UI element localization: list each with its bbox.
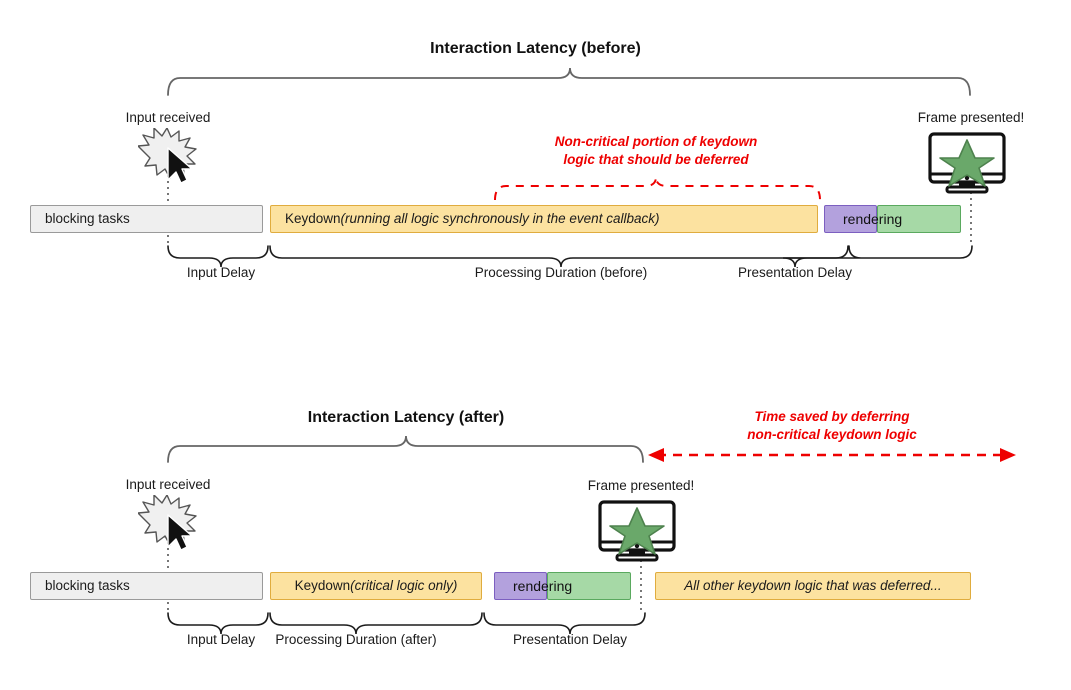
phase-label-presentation-delay-before: Presentation Delay xyxy=(737,265,853,280)
brace-processing-duration-after xyxy=(269,612,483,635)
star-icon xyxy=(939,139,995,187)
bar-label-rendering-after: rendering xyxy=(513,578,573,594)
monitor-neck xyxy=(629,550,645,555)
input-received-label-after: Input received xyxy=(125,477,211,492)
bar-label-deferred-work: All other keydown logic that was deferre… xyxy=(684,578,942,594)
red-note-after-line1: Time saved by deferring xyxy=(754,409,910,424)
phase-label-presentation-delay-after: Presentation Delay xyxy=(512,632,628,647)
monitor-indicator-icon xyxy=(964,175,970,181)
bar-presentation-purple-after xyxy=(494,572,547,600)
burst-icon xyxy=(137,494,197,546)
bar-label-keydown-before-plain: Keydown xyxy=(285,211,341,227)
monitor-icon-group-after xyxy=(596,500,686,562)
brace-processing-duration-before xyxy=(269,245,849,268)
burst-icon xyxy=(137,127,197,179)
red-note-before-line1: Non-critical portion of keydown xyxy=(554,134,758,149)
phase-label-input-delay-before: Input Delay xyxy=(186,265,256,280)
frame-presented-label-after: Frame presented! xyxy=(587,478,695,493)
diagram-after-title: Interaction Latency (after) xyxy=(307,409,505,426)
bar-presentation-purple-before xyxy=(824,205,877,233)
monitor-neck xyxy=(959,182,975,187)
arrow-right-icon xyxy=(1000,448,1016,462)
brace-interaction-latency-before xyxy=(167,67,971,96)
brace-presentation-delay-after xyxy=(483,612,646,635)
mouse-cursor-icon xyxy=(167,147,193,184)
red-note-after-line2: non-critical keydown logic xyxy=(747,426,917,442)
bar-deferred-work-after: All other keydown logic that was deferre… xyxy=(655,572,971,600)
star-icon xyxy=(609,507,665,555)
mouse-cursor-icon xyxy=(167,514,193,551)
phase-label-processing-duration-after: Processing Duration (after) xyxy=(275,632,437,647)
bar-label-keydown-after-plain: Keydown xyxy=(294,578,351,594)
red-note-after: Time saved by deferring non-critical key… xyxy=(632,408,1032,443)
bar-blocking-tasks-after: blocking tasks xyxy=(30,572,263,600)
monitor-base xyxy=(615,553,659,562)
burst-icon-group-after xyxy=(137,494,200,551)
bar-rendering-green-before xyxy=(877,205,961,233)
red-dashed-brace-before xyxy=(494,176,821,201)
bar-label-blocking-tasks-before: blocking tasks xyxy=(45,211,130,227)
brace-input-delay-before xyxy=(167,245,269,268)
bar-label-rendering-before: rendering xyxy=(843,211,903,227)
red-note-before: Non-critical portion of keydown logic th… xyxy=(456,133,856,168)
bar-rendering-green-after xyxy=(547,572,631,600)
bar-blocking-tasks-before: blocking tasks xyxy=(30,205,263,233)
bar-label-blocking-tasks-after: blocking tasks xyxy=(45,578,130,594)
brace-input-delay-after xyxy=(167,612,269,635)
monitor-icon-group-before xyxy=(926,132,1016,194)
burst-icon-group-before xyxy=(137,127,200,184)
diagram-before-title: Interaction Latency (before) xyxy=(430,40,641,57)
arrow-left-icon xyxy=(648,448,664,462)
input-received-label-before: Input received xyxy=(125,110,211,125)
monitor-indicator-icon xyxy=(634,543,640,549)
monitor-base xyxy=(945,185,989,194)
red-note-before-line2: logic that should be deferred xyxy=(563,151,749,167)
bar-label-keydown-before-italic: (running all logic synchronously in the … xyxy=(340,211,660,227)
frame-presented-label-before: Frame presented! xyxy=(917,110,1025,125)
phase-label-input-delay-after: Input Delay xyxy=(186,632,256,647)
bar-label-keydown-after-italic: (critical logic only) xyxy=(350,578,458,594)
bar-keydown-before: Keydown (running all logic synchronously… xyxy=(270,205,818,233)
brace-presentation-delay-before xyxy=(782,245,973,268)
bar-keydown-after: Keydown (critical logic only) xyxy=(270,572,482,600)
phase-label-processing-duration-before: Processing Duration (before) xyxy=(474,265,648,280)
brace-interaction-latency-after xyxy=(167,435,644,463)
